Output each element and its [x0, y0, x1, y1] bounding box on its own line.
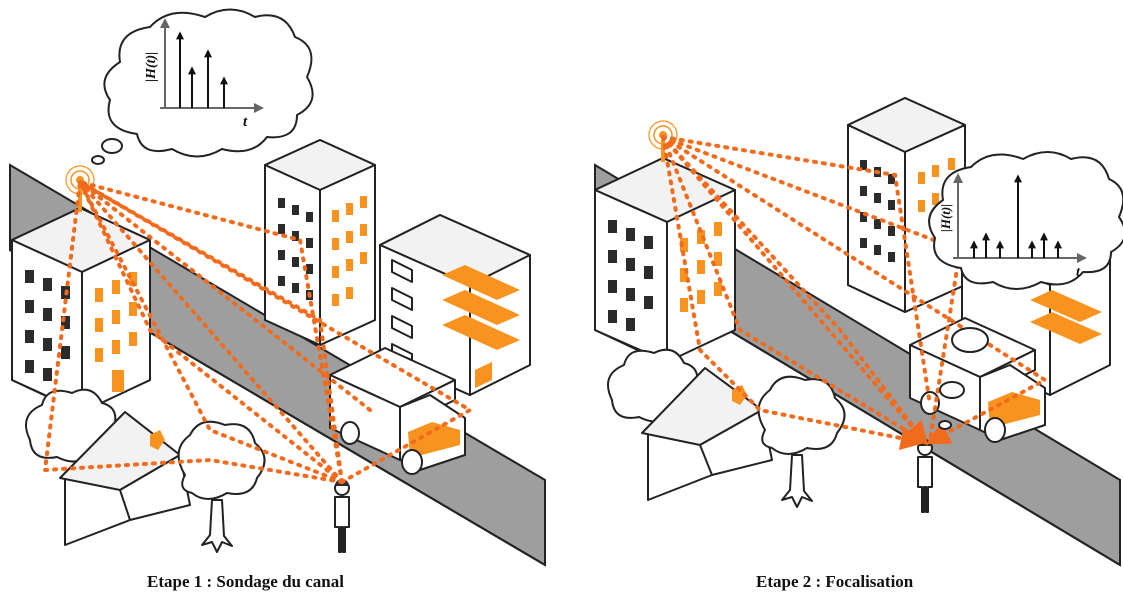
tree-icon	[177, 420, 266, 553]
caption-step-2: Etape 2 : Focalisation	[756, 572, 914, 591]
house-icon	[641, 367, 773, 501]
cloud-left-xlabel: t	[243, 114, 248, 130]
cloud-left-ylabel: |H(t)|	[144, 52, 159, 82]
person-icon	[334, 479, 350, 553]
thought-cloud-icon: |H(t)| t	[91, 8, 314, 165]
tree-icon	[757, 375, 846, 508]
thought-cloud-icon: |H(t)| t	[928, 151, 1123, 430]
house-icon	[59, 411, 191, 546]
building-icon	[594, 120, 736, 363]
caption-step-1: Etape 1 : Sondage du canal	[147, 572, 344, 591]
building-icon	[264, 139, 376, 346]
cloud-right-xlabel: t	[1076, 265, 1081, 280]
person-icon	[917, 439, 933, 513]
scene-left: |H(t)| t	[9, 8, 546, 567]
multipath-rays-left	[42, 180, 475, 484]
cloud-right-ylabel: |H(t)|	[938, 204, 953, 232]
building-icon	[379, 214, 531, 396]
truck-icon	[329, 347, 466, 475]
scene-right: |H(t)| t	[594, 97, 1123, 567]
